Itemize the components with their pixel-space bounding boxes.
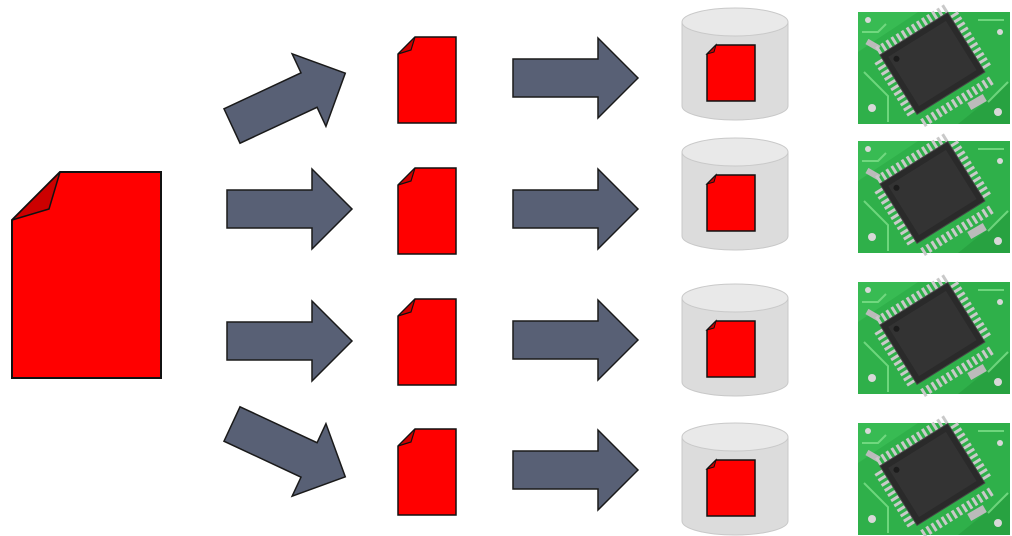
database-cylinder-icon [681, 283, 789, 397]
source-document-icon [11, 171, 162, 379]
database-cylinder-icon [681, 422, 789, 536]
database-cylinder-icon [681, 7, 789, 121]
chunk-document-icon [397, 428, 457, 516]
microchip-board-icon [857, 0, 1011, 138]
chunk-document-icon [397, 167, 457, 255]
database-cylinder-icon [681, 137, 789, 251]
split-arrow-icon [226, 300, 353, 382]
split-arrow-icon [214, 386, 363, 514]
split-arrow-icon [226, 168, 353, 250]
store-arrow-icon [512, 168, 639, 250]
store-arrow-icon [512, 429, 639, 511]
chunk-document-icon [397, 298, 457, 386]
microchip-board-icon [857, 264, 1011, 408]
microchip-board-icon [857, 405, 1011, 536]
chunk-document-icon [397, 36, 457, 124]
microchip-board-icon [857, 123, 1011, 267]
store-arrow-icon [512, 37, 639, 119]
split-arrow-icon [214, 36, 363, 164]
store-arrow-icon [512, 299, 639, 381]
